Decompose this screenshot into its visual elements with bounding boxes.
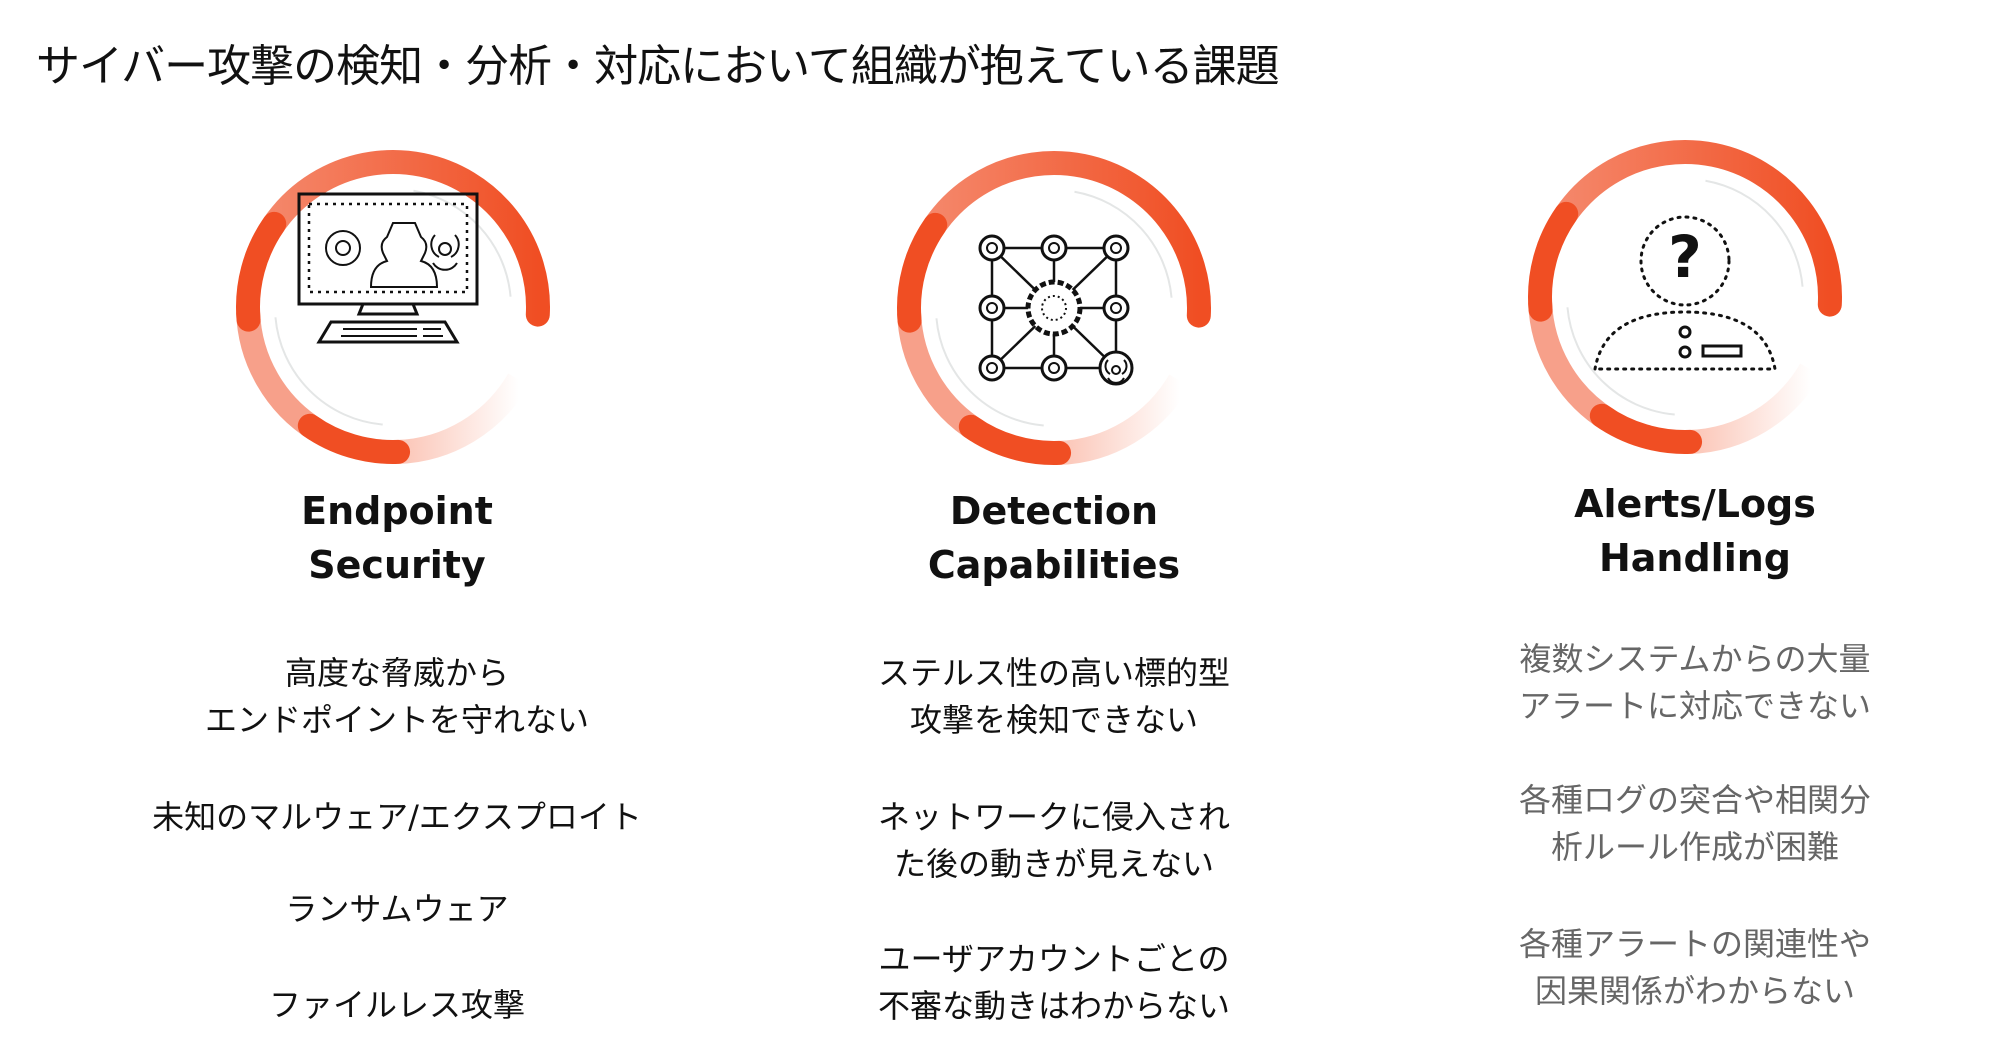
ring-bottom-arc: [958, 414, 1072, 465]
unknown-person-icon: ?: [1593, 215, 1777, 371]
ring-icon: [236, 150, 550, 464]
svg-text:?: ?: [1668, 223, 1702, 291]
item-line: ファイルレス攻撃: [268, 986, 525, 1024]
item-line: ランサムウェア: [285, 890, 509, 928]
ring-inner-arc: [1074, 190, 1173, 298]
ring-bottom-arc: [297, 413, 411, 464]
challenge-item: 未知のマルウェア/エクスプロイト: [77, 794, 717, 841]
heading-line: Capabilities: [927, 543, 1181, 587]
ring-icon: ?: [1528, 140, 1842, 454]
challenge-item: 複数システムからの大量アラートに対応できない: [1375, 636, 1999, 730]
page-title: サイバー攻撃の検知・分析・対応において組織が抱えている課題: [36, 41, 1280, 92]
ring-inner-arc: [274, 317, 383, 426]
heading-line: Security: [308, 543, 486, 587]
challenge-item: 各種ログの突合や相関分析ルール作成が困難: [1375, 777, 1999, 871]
challenge-item: ネットワークに侵入された後の動きが見えない: [734, 794, 1374, 888]
challenge-item: 各種アラートの関連性や因果関係がわからない: [1375, 921, 1999, 1015]
ring-pale-arc: [897, 312, 984, 442]
item-line: た後の動きが見えない: [893, 845, 1214, 883]
item-line: アラートに対応できない: [1518, 687, 1871, 725]
ring-top-arc: [1536, 140, 1842, 317]
challenge-item: ファイルレス攻撃: [77, 982, 717, 1029]
network-gear-icon: [978, 234, 1134, 386]
item-line: 未知のマルウェア/エクスプロイト: [152, 798, 642, 836]
item-line: 各種アラートの関連性や: [1518, 925, 1871, 963]
challenge-item: ユーザアカウントごとの不審な動きはわからない: [734, 936, 1374, 1030]
ring-icon: [897, 151, 1211, 465]
heading-line: Alerts/Logs: [1574, 482, 1816, 526]
item-line: 析ルール作成が困難: [1550, 828, 1839, 866]
item-line: 複数システムからの大量: [1519, 640, 1871, 678]
ring-left-arc: [236, 211, 287, 332]
heading-line: Handling: [1598, 536, 1791, 580]
ring-inner-arc: [935, 318, 1044, 427]
ring-left-arc: [1528, 201, 1579, 322]
item-line: 高度な脅威から: [284, 654, 509, 692]
ring-faint-arc: [1058, 374, 1190, 465]
item-line: ユーザアカウントごとの: [878, 940, 1230, 978]
item-line: 各種ログの突合や相関分: [1518, 781, 1871, 819]
challenge-item: 高度な脅威からエンドポイントを守れない: [77, 650, 717, 744]
item-line: 因果関係がわからない: [1534, 972, 1855, 1010]
ring-inner-arc: [1566, 307, 1675, 416]
ring-bottom-arc: [1589, 403, 1703, 454]
ring-faint-arc: [397, 373, 529, 464]
item-line: ネットワークに侵入され: [877, 798, 1230, 836]
heading-line: Endpoint: [301, 489, 493, 533]
challenge-item: ステルス性の高い標的型攻撃を検知できない: [734, 650, 1374, 744]
item-line: エンドポイントを守れない: [204, 701, 589, 739]
ring-top-arc: [244, 150, 550, 327]
ring-faint-arc: [1689, 363, 1821, 454]
ring-inner-arc: [413, 189, 512, 297]
challenge-item: ランサムウェア: [77, 886, 717, 933]
monitor-threat-icon: [297, 192, 479, 344]
ring-top-arc: [905, 151, 1211, 328]
item-line: 攻撃を検知できない: [909, 701, 1198, 739]
ring-inner-arc: [1705, 179, 1804, 287]
ring-left-arc: [897, 212, 948, 333]
item-line: ステルス性の高い標的型: [877, 654, 1230, 692]
heading-line: Detection: [949, 489, 1159, 533]
item-line: 不審な動きはわからない: [877, 987, 1230, 1025]
ring-pale-arc: [236, 311, 323, 441]
